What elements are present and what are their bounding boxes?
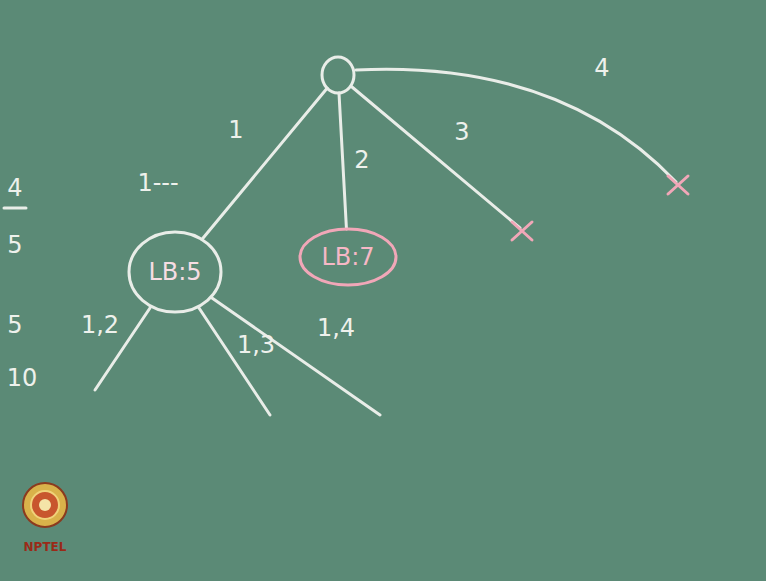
tree-edge — [202, 88, 327, 239]
tree-edge — [339, 93, 346, 229]
branch-line — [212, 298, 380, 415]
branch-line — [352, 87, 520, 228]
chalk-note: 1,3 — [237, 332, 275, 358]
branch-line — [199, 308, 270, 415]
root-node — [320, 55, 356, 95]
branch-number: 1 — [228, 117, 243, 143]
node-outline — [320, 55, 356, 95]
branch-number: 2 — [354, 147, 369, 173]
nptel-logo — [23, 483, 67, 527]
bound-node: LB:7 — [298, 227, 398, 287]
branch-line — [356, 69, 676, 182]
chalk-note: 5 — [7, 312, 22, 338]
chalk-note: 1,2 — [81, 312, 119, 338]
chalk-note: 1--- — [137, 170, 178, 196]
bound-node: LB:5 — [127, 230, 223, 314]
pruned-mark — [512, 176, 688, 240]
chalk-note: 1,4 — [317, 315, 355, 341]
chalk-note: 4 — [594, 55, 609, 81]
logo-text: NPTEL — [24, 541, 67, 554]
chalk-note: 4 — [7, 175, 22, 201]
bound-label: LB:7 — [321, 244, 374, 270]
chalk-note: 3 — [454, 119, 469, 145]
bound-label: LB:5 — [148, 259, 201, 285]
fraction-bar — [4, 207, 26, 210]
chalk-note: 10 — [7, 365, 38, 391]
chalk-note: 5 — [7, 232, 22, 258]
